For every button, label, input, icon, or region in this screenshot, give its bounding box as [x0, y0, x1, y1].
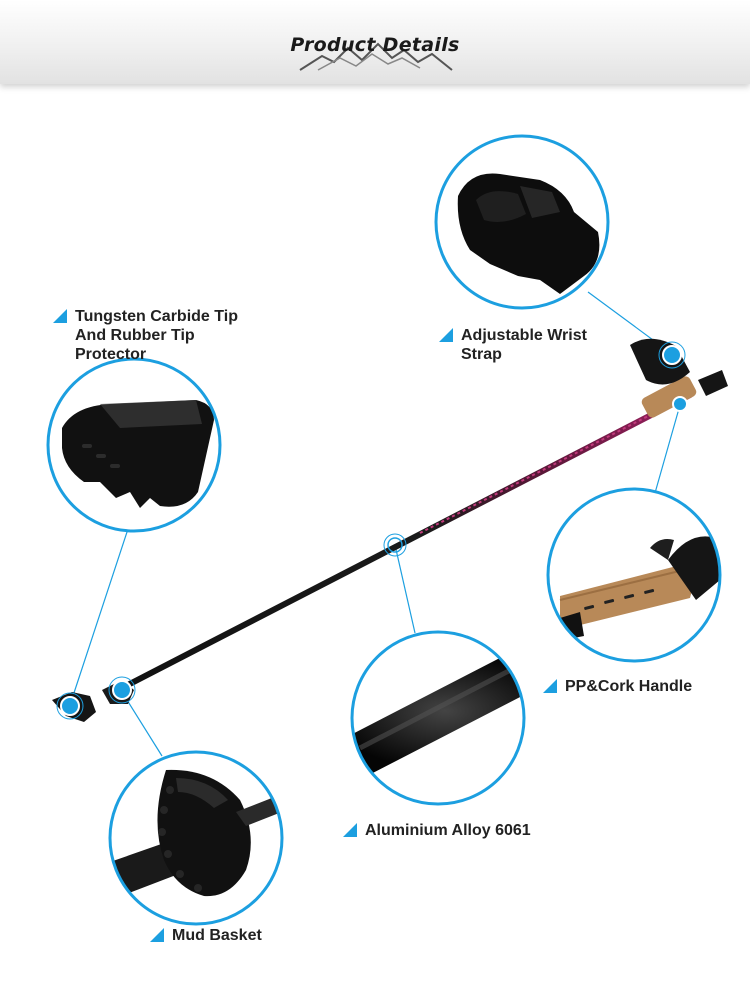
hotspots: [56, 341, 688, 720]
triangle-marker-icon: [150, 928, 164, 942]
callout-strap-line1: Adjustable Wrist: [461, 327, 587, 344]
strap-zoom-circle: [434, 134, 610, 310]
callout-basket-line1: Mud Basket: [172, 927, 262, 944]
mountain-range-icon: [299, 42, 453, 71]
callout-strap-line2: Strap: [461, 346, 502, 363]
callout-tip-line3: Protector: [75, 346, 147, 363]
callout-adjustable-wrist-strap: Adjustable Wrist Strap: [439, 326, 587, 364]
triangle-marker-icon: [439, 328, 453, 342]
triangle-marker-icon: [343, 823, 357, 837]
basket-zoom-circle: [108, 750, 284, 926]
page-title: Product Details: [290, 34, 460, 56]
triangle-marker-icon: [53, 309, 67, 323]
triangle-marker-icon: [543, 679, 557, 693]
callout-tungsten-carbide-tip: Tungsten Carbide Tip And Rubber Tip Prot…: [53, 307, 238, 364]
callout-handle-line1: PP&Cork Handle: [565, 678, 693, 695]
callout-cork-handle: PP&Cork Handle: [543, 677, 693, 696]
tip-zoom-circle: [46, 357, 222, 533]
header-banner: Product Details: [0, 0, 750, 84]
callout-tip-line2: And Rubber Tip: [75, 327, 195, 344]
shaft-zoom-circle: [350, 630, 526, 806]
callout-mud-basket: Mud Basket: [150, 926, 262, 945]
callout-shaft-line1: Aluminium Alloy 6061: [365, 822, 531, 839]
callout-tip-line1: Tungsten Carbide Tip: [75, 308, 238, 325]
callout-aluminium-alloy: Aluminium Alloy 6061: [343, 821, 531, 840]
handle-zoom-circle: [546, 487, 722, 663]
